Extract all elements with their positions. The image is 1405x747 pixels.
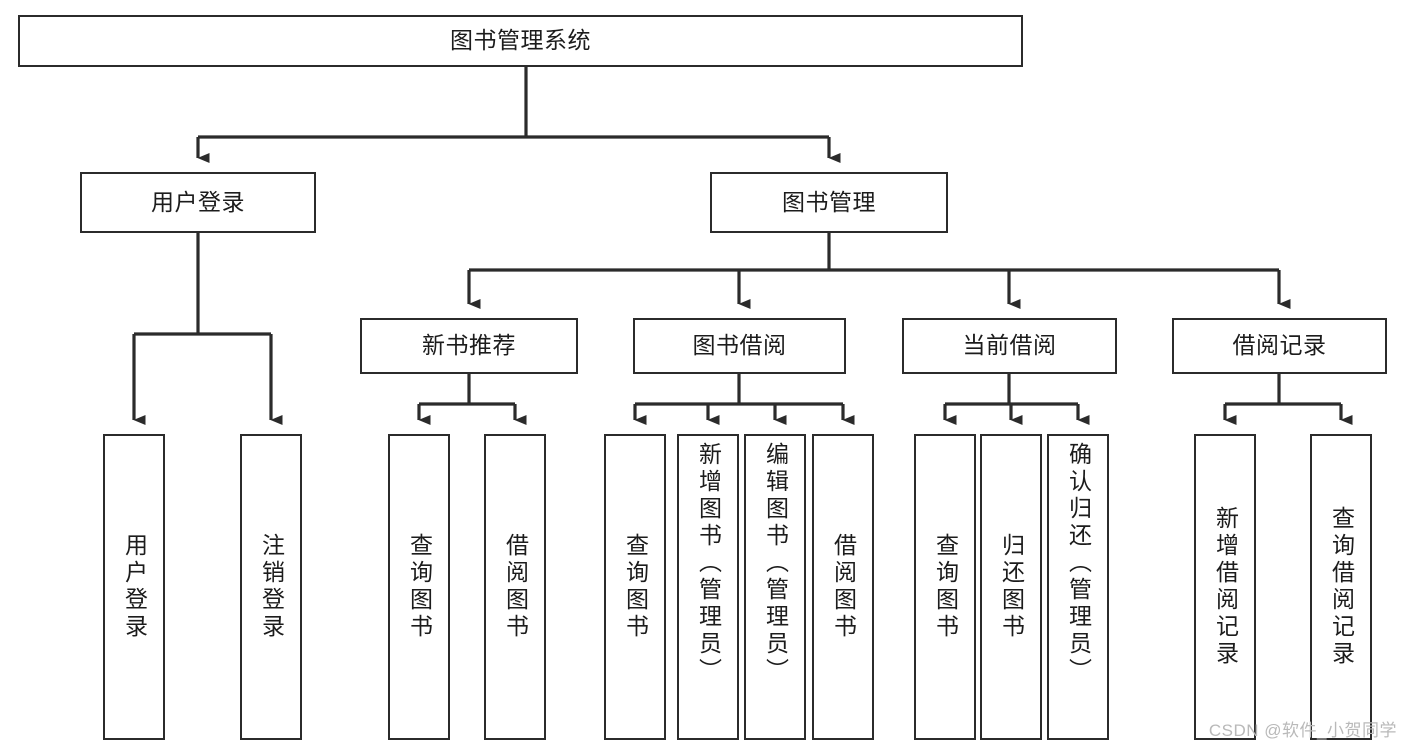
node-leaf-user-login-label: 用户登录 [121, 533, 148, 641]
node-leaf-borrow-book-1-label: 借阅图书 [502, 533, 529, 641]
node-borrow-record-label: 借阅记录 [1232, 332, 1327, 359]
node-leaf-query-borrow-record-label: 查询借阅记录 [1328, 506, 1355, 668]
node-leaf-query-borrow-record[interactable]: 查询借阅记录 [1310, 434, 1372, 740]
node-leaf-query-book-3-label: 查询图书 [932, 533, 959, 641]
node-leaf-query-book-2[interactable]: 查询图书 [604, 434, 666, 740]
node-leaf-user-login[interactable]: 用户登录 [103, 434, 165, 740]
node-book-manage[interactable]: 图书管理 [710, 172, 948, 233]
node-leaf-edit-book-admin[interactable]: 编辑图书（管理员） [744, 434, 806, 740]
node-leaf-confirm-return-admin[interactable]: 确认归还（管理员） [1047, 434, 1109, 740]
node-new-book-recommend[interactable]: 新书推荐 [360, 318, 578, 374]
node-current-borrow-label: 当前借阅 [962, 332, 1057, 359]
node-book-borrow[interactable]: 图书借阅 [633, 318, 846, 374]
node-new-book-recommend-label: 新书推荐 [422, 332, 516, 359]
node-leaf-borrow-book-2[interactable]: 借阅图书 [812, 434, 874, 740]
node-leaf-add-book-admin-label: 新增图书（管理员） [695, 442, 722, 685]
node-root-label: 图书管理系统 [450, 27, 591, 54]
node-leaf-borrow-book-2-label: 借阅图书 [830, 533, 857, 641]
node-user-login[interactable]: 用户登录 [80, 172, 316, 233]
node-leaf-add-book-admin[interactable]: 新增图书（管理员） [677, 434, 739, 740]
node-leaf-add-borrow-record-label: 新增借阅记录 [1212, 506, 1239, 668]
node-leaf-logout-label: 注销登录 [258, 533, 285, 641]
node-leaf-query-book-1-label: 查询图书 [406, 533, 433, 641]
node-borrow-record[interactable]: 借阅记录 [1172, 318, 1387, 374]
node-leaf-return-book-label: 归还图书 [998, 533, 1025, 641]
node-leaf-query-book-3[interactable]: 查询图书 [914, 434, 976, 740]
node-leaf-query-book-2-label: 查询图书 [622, 533, 649, 641]
node-leaf-edit-book-admin-label: 编辑图书（管理员） [762, 442, 789, 685]
node-leaf-confirm-return-admin-label: 确认归还（管理员） [1065, 442, 1092, 685]
node-leaf-return-book[interactable]: 归还图书 [980, 434, 1042, 740]
node-current-borrow[interactable]: 当前借阅 [902, 318, 1117, 374]
node-book-borrow-label: 图书借阅 [692, 332, 787, 359]
node-leaf-add-borrow-record[interactable]: 新增借阅记录 [1194, 434, 1256, 740]
node-leaf-logout[interactable]: 注销登录 [240, 434, 302, 740]
node-root[interactable]: 图书管理系统 [18, 15, 1023, 67]
node-leaf-borrow-book-1[interactable]: 借阅图书 [484, 434, 546, 740]
node-user-login-label: 用户登录 [151, 188, 245, 215]
node-leaf-query-book-1[interactable]: 查询图书 [388, 434, 450, 740]
node-book-manage-label: 图书管理 [782, 188, 876, 215]
